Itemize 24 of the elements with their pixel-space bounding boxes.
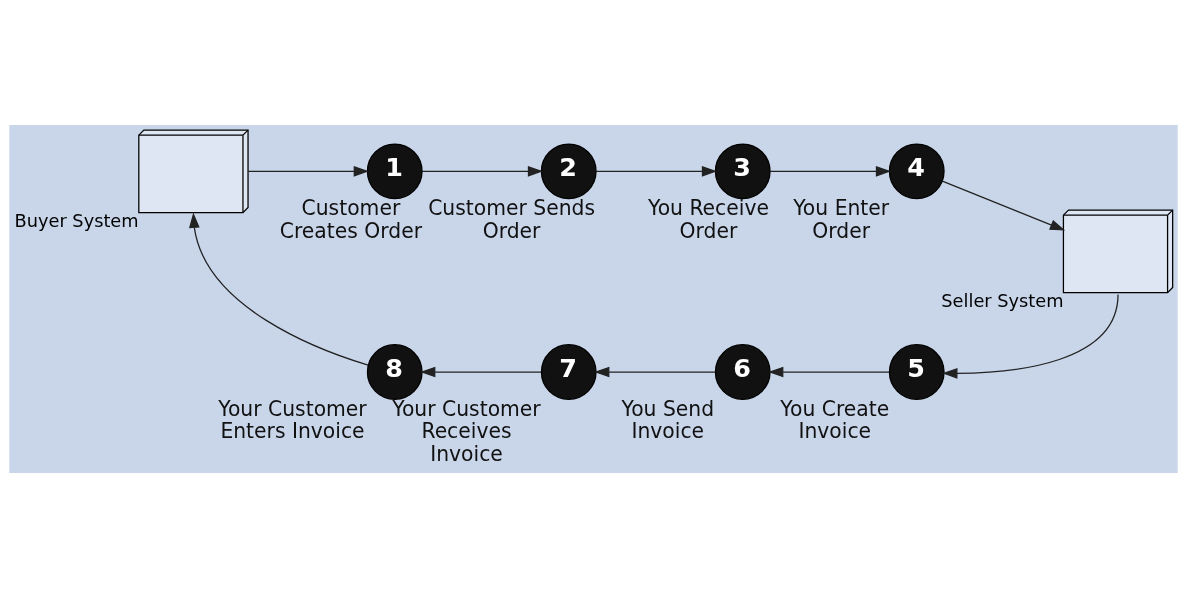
node-circle: 2 bbox=[540, 143, 597, 200]
node-label: Buyer System bbox=[14, 209, 139, 231]
node-label: You Send Invoice bbox=[621, 396, 715, 444]
node-label: You Enter Order bbox=[793, 195, 890, 243]
arrow bbox=[769, 166, 892, 177]
arrow bbox=[942, 293, 1119, 379]
node-circle: 1 bbox=[366, 143, 423, 200]
arrow bbox=[595, 166, 718, 177]
node-label: Seller System bbox=[941, 289, 1064, 311]
arrow bbox=[421, 166, 544, 177]
arrow bbox=[594, 366, 716, 378]
arrow bbox=[420, 366, 542, 378]
node-label: Your Customer Enters Invoice bbox=[218, 396, 367, 444]
arrow bbox=[941, 180, 1066, 231]
node-circle: 6 bbox=[714, 344, 771, 400]
arrow bbox=[189, 212, 369, 366]
node-circle: 7 bbox=[540, 344, 597, 400]
node-label: You Create Invoice bbox=[780, 396, 890, 444]
arrow bbox=[768, 366, 890, 378]
arrow bbox=[247, 166, 369, 177]
node-circle: 5 bbox=[888, 344, 945, 400]
node-circle: 8 bbox=[366, 344, 423, 400]
node-circle: 3 bbox=[714, 143, 771, 200]
node-circle: 4 bbox=[888, 143, 945, 200]
